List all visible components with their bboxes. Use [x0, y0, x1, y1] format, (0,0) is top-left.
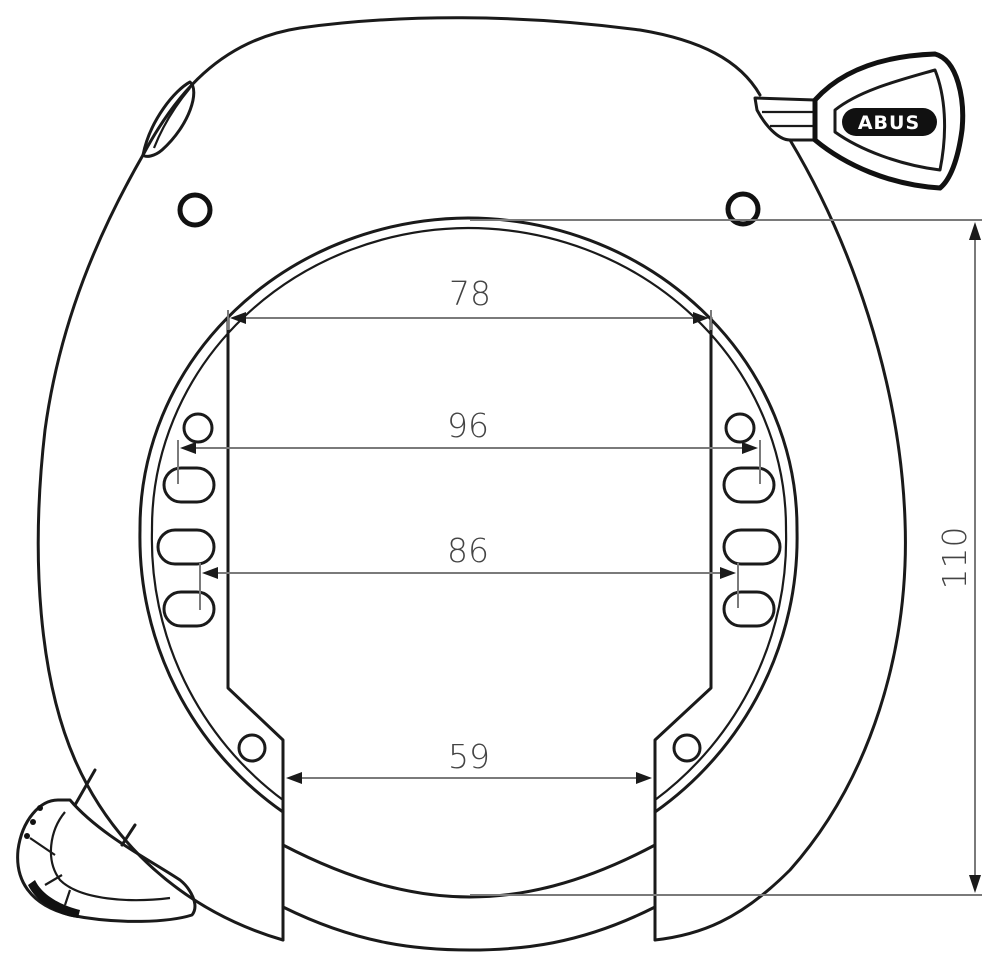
- mount-hole-right: [724, 412, 756, 444]
- lock-body: [36, 16, 907, 942]
- screw-hole-top-right: [725, 191, 761, 227]
- brand-logo-text: ABUS: [858, 112, 920, 134]
- dimension-110: 110: [470, 219, 982, 896]
- plate-hole-right: [672, 733, 702, 763]
- dimension-86: 86: [199, 531, 739, 610]
- slot-right-1: [722, 466, 776, 504]
- slot-left-2: [156, 528, 216, 566]
- slot-right-2: [722, 528, 782, 566]
- dimension-label-96: 96: [447, 406, 489, 445]
- shackle: [226, 316, 713, 952]
- dimension-label-78: 78: [449, 274, 491, 313]
- slot-left-1: [162, 466, 216, 504]
- plate-hole-left: [237, 733, 267, 763]
- slot-right-3: [722, 590, 776, 628]
- top-slot: [141, 80, 196, 158]
- mount-hole-left: [182, 412, 214, 444]
- dimension-96: 96: [177, 406, 761, 484]
- dimension-59: 59: [286, 737, 652, 784]
- ring-opening: [138, 216, 799, 814]
- dimension-label-110: 110: [935, 527, 974, 590]
- dimension-label-59: 59: [448, 737, 490, 776]
- key: ABUS: [753, 51, 966, 191]
- brand-logo: [842, 108, 937, 136]
- lever-handle: [16, 768, 197, 923]
- mounting-slots-right: [722, 412, 782, 628]
- mounting-slots-left: [156, 412, 216, 628]
- screw-hole-top-left: [177, 192, 213, 228]
- dimension-label-86: 86: [447, 531, 489, 570]
- slot-left-3: [162, 590, 216, 628]
- dimension-78: 78: [227, 274, 712, 330]
